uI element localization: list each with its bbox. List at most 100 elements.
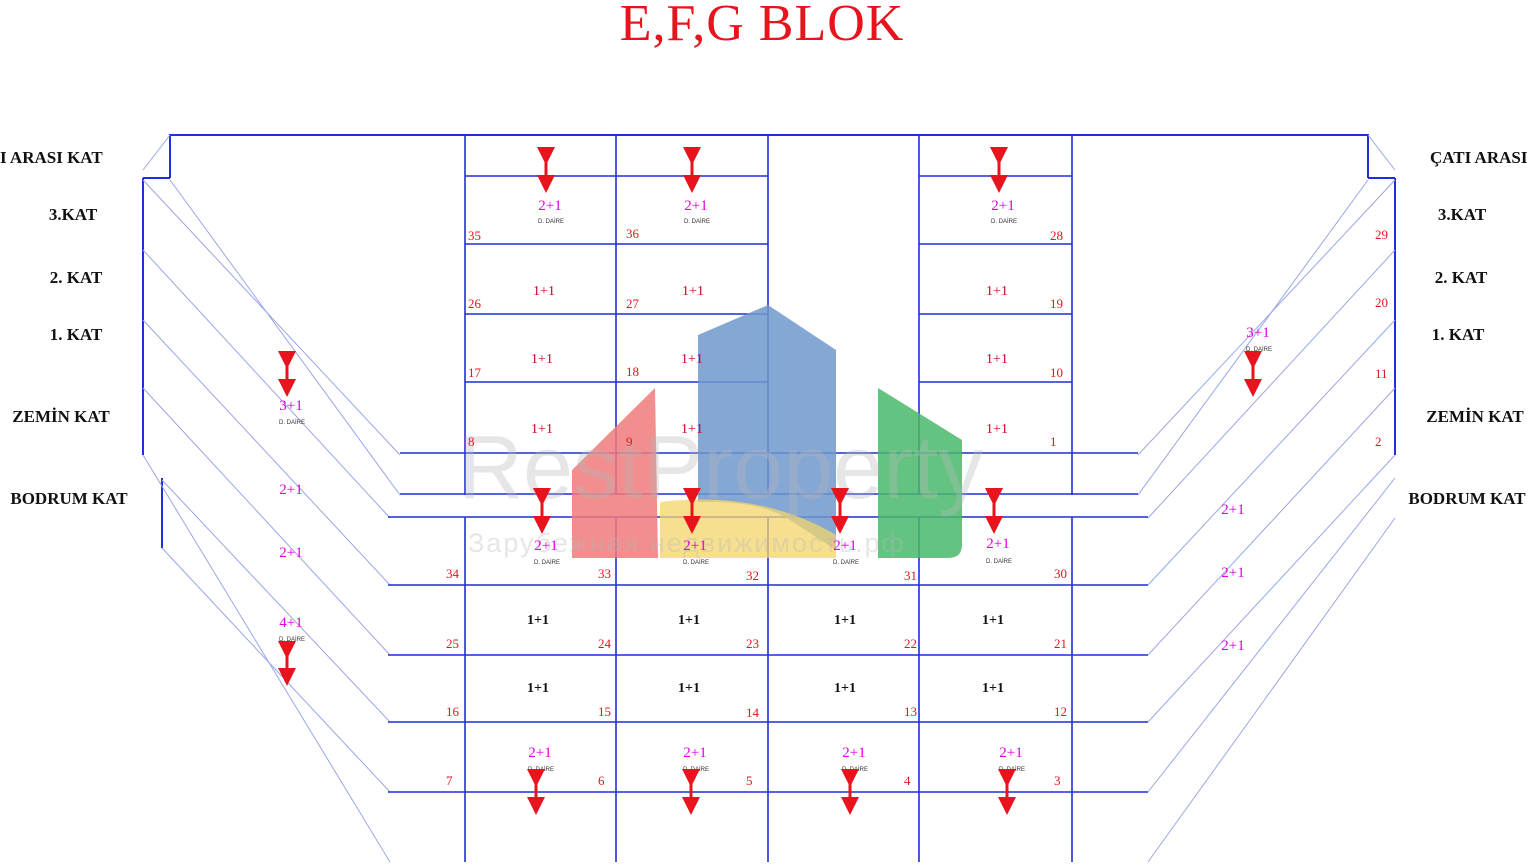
apartment-type: 1+1 — [986, 352, 1008, 367]
floor-label-right: 3.KAT — [1438, 205, 1487, 224]
apartment-type: 1+1 — [531, 352, 553, 367]
apartment-sublabel: D. DAİRE — [279, 419, 305, 426]
apartment-type: 1+1 — [681, 422, 703, 437]
apartment-type: 1+1 — [834, 681, 856, 696]
apartment-number: 32 — [746, 568, 759, 583]
apartment-type: 2+1 — [684, 198, 707, 214]
floor-labels-right: ÇATI ARASI 3.KAT 2. KAT 1. KAT ZEMİN KAT… — [1408, 148, 1527, 508]
apartment-type: 2+1 — [999, 745, 1022, 761]
apartment-number: 5 — [746, 773, 753, 788]
apartment-number: 12 — [1054, 704, 1067, 719]
apartment-type: 1+1 — [682, 284, 704, 299]
apartment-number: 20 — [1375, 295, 1388, 310]
apartment-type: 2+1 — [1221, 502, 1244, 518]
apartment-number: 11 — [1375, 366, 1388, 381]
floor-label-left: I ARASI KAT — [0, 148, 103, 167]
upper-apartment-cells: 2+1 D. DAİRE 35 2+1 D. DAİRE 36 2+1 D. D… — [468, 198, 1063, 449]
apartment-type: 2+1 — [279, 482, 302, 498]
apartment-number: 8 — [468, 434, 475, 449]
apartment-number: 30 — [1054, 566, 1067, 581]
apartment-type: 4+1 — [279, 615, 302, 631]
apartment-number: 33 — [598, 566, 611, 581]
apartment-number: 35 — [468, 228, 481, 243]
apartment-type: 1+1 — [527, 681, 549, 696]
lower-apartment-cells: 34 2+1 D. DAİRE 33 2+1 D. DAİRE 32 2+1 D… — [446, 536, 1067, 788]
apartment-number: 29 — [1375, 227, 1388, 242]
apartment-number: 21 — [1054, 636, 1067, 651]
apartment-type: 2+1 — [1221, 565, 1244, 581]
apartment-type: 1+1 — [531, 422, 553, 437]
right-wing-units: 3+1 D. DAİRE 29 20 11 2 2+1 2+1 2+1 — [1221, 227, 1388, 654]
apartment-sublabel: D. DAİRE — [683, 766, 709, 773]
apartment-number: 27 — [626, 296, 640, 311]
apartment-sublabel: D. DAİRE — [842, 766, 868, 773]
lower-block-grid — [388, 517, 1148, 862]
apartment-type: 1+1 — [527, 613, 549, 628]
floor-label-right: BODRUM KAT — [1408, 489, 1526, 508]
apartment-type: 1+1 — [533, 284, 555, 299]
apartment-type: 3+1 — [1246, 325, 1269, 341]
apartment-sublabel: D. DAİRE — [986, 558, 1012, 565]
apartment-type: 2+1 — [683, 538, 706, 554]
right-diagonal-lines — [1137, 134, 1396, 863]
apartment-type: 1+1 — [986, 284, 1008, 299]
apartment-type: 2+1 — [534, 538, 557, 554]
building-outline — [142, 134, 1396, 548]
apartment-sublabel: D. DAİRE — [1246, 346, 1272, 353]
apartment-number: 9 — [626, 434, 633, 449]
entrance-arrows — [278, 147, 1262, 815]
floor-label-right: ZEMİN KAT — [1426, 407, 1524, 426]
apartment-sublabel: D. DAİRE — [279, 636, 305, 643]
apartment-type: 1+1 — [681, 352, 703, 367]
apartment-sublabel: D. DAİRE — [991, 218, 1017, 225]
apartment-number: 34 — [446, 566, 460, 581]
apartment-number: 2 — [1375, 434, 1382, 449]
floor-label-left: BODRUM KAT — [10, 489, 128, 508]
floor-label-left: 3.KAT — [49, 205, 98, 224]
left-diagonal-lines — [142, 134, 401, 863]
apartment-number: 3 — [1054, 773, 1061, 788]
apartment-number: 4 — [904, 773, 911, 788]
floor-label-left: ZEMİN KAT — [12, 407, 110, 426]
floor-labels-left: I ARASI KAT 3.KAT 2. KAT 1. KAT ZEMİN KA… — [0, 148, 128, 508]
apartment-type: 2+1 — [833, 538, 856, 554]
apartment-number: 31 — [904, 568, 917, 583]
left-wing-units: 3+1 D. DAİRE 2+1 2+1 4+1 D. DAİRE — [279, 398, 305, 643]
apartment-sublabel: D. DAİRE — [684, 218, 710, 225]
apartment-number: 25 — [446, 636, 459, 651]
apartment-type: 1+1 — [982, 681, 1004, 696]
apartment-type: 2+1 — [991, 198, 1014, 214]
apartment-number: 14 — [746, 705, 760, 720]
floor-label-left: 1. KAT — [50, 325, 103, 344]
apartment-sublabel: D. DAİRE — [999, 766, 1025, 773]
apartment-number: 19 — [1050, 296, 1063, 311]
block-title: E,F,G BLOK — [620, 0, 905, 52]
apartment-number: 22 — [904, 636, 917, 651]
apartment-type: 2+1 — [279, 545, 302, 561]
apartment-type: 2+1 — [528, 745, 551, 761]
floor-label-right: 1. KAT — [1432, 325, 1485, 344]
apartment-type: 1+1 — [678, 681, 700, 696]
apartment-number: 23 — [746, 636, 759, 651]
apartment-type: 3+1 — [279, 398, 302, 414]
apartment-number: 10 — [1050, 365, 1063, 380]
apartment-type: 2+1 — [986, 536, 1009, 552]
apartment-number: 36 — [626, 226, 640, 241]
apartment-number: 13 — [904, 704, 917, 719]
apartment-type: 1+1 — [982, 613, 1004, 628]
apartment-sublabel: D. DAİRE — [528, 766, 554, 773]
apartment-sublabel: D. DAİRE — [833, 559, 859, 566]
apartment-number: 1 — [1050, 434, 1057, 449]
apartment-type: 1+1 — [986, 422, 1008, 437]
apartment-number: 15 — [598, 704, 611, 719]
apartment-number: 17 — [468, 365, 482, 380]
floor-label-right: ÇATI ARASI — [1430, 148, 1528, 167]
apartment-type: 2+1 — [538, 198, 561, 214]
apartment-number: 7 — [446, 773, 453, 788]
apartment-type: 2+1 — [683, 745, 706, 761]
apartment-type: 2+1 — [842, 745, 865, 761]
apartment-number: 16 — [446, 704, 460, 719]
apartment-sublabel: D. DAİRE — [534, 559, 560, 566]
